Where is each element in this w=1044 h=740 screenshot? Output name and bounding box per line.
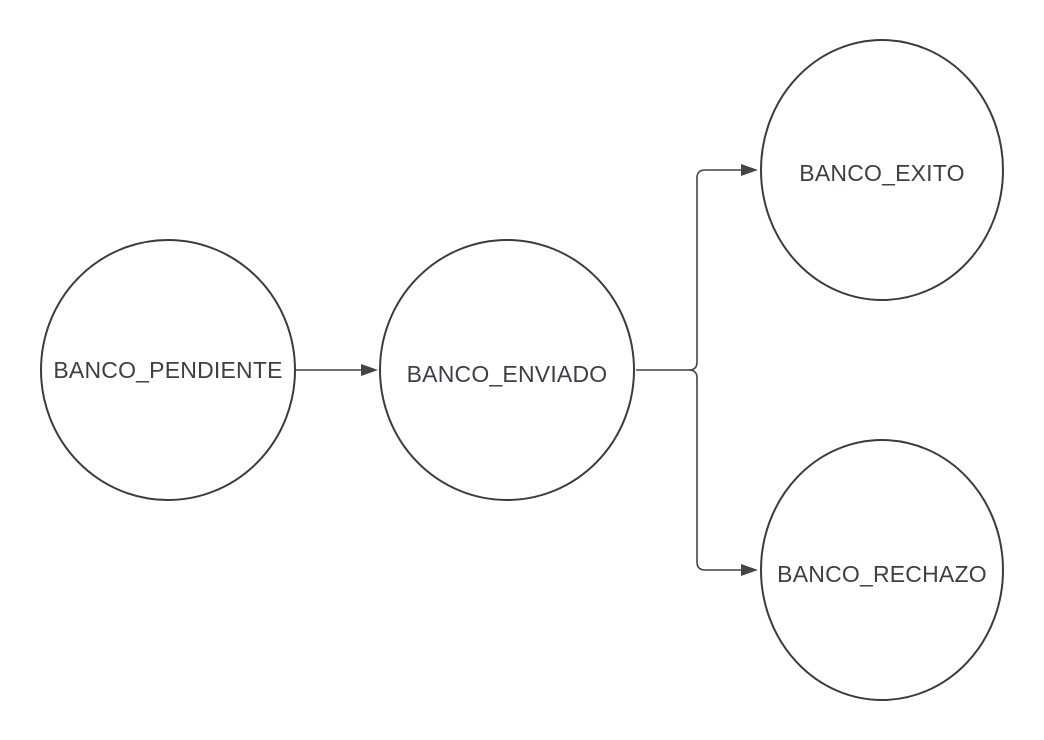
node-enviado-circle [379, 239, 635, 501]
node-rechazo[interactable]: BANCO_RECHAZO [760, 439, 1004, 701]
node-pendiente-label: BANCO_PENDIENTE [53, 357, 282, 383]
node-exito-label: BANCO_EXITO [799, 160, 964, 186]
node-exito[interactable]: BANCO_EXITO [760, 39, 1004, 301]
node-rechazo-circle [760, 439, 1004, 701]
arrow-head-exito [741, 164, 758, 176]
edge-enviado-to-exito [636, 169, 743, 371]
node-pendiente[interactable]: BANCO_PENDIENTE [40, 239, 296, 501]
node-pendiente-circle [40, 239, 296, 501]
arrow-head-rechazo [741, 564, 758, 576]
node-enviado[interactable]: BANCO_ENVIADO [379, 239, 635, 501]
edges [296, 164, 758, 576]
edge-enviado-to-rechazo [688, 369, 743, 571]
arrow-head-enviado [361, 364, 378, 376]
node-rechazo-label: BANCO_RECHAZO [777, 561, 987, 587]
node-enviado-label: BANCO_ENVIADO [407, 361, 608, 387]
node-exito-circle [760, 39, 1004, 301]
